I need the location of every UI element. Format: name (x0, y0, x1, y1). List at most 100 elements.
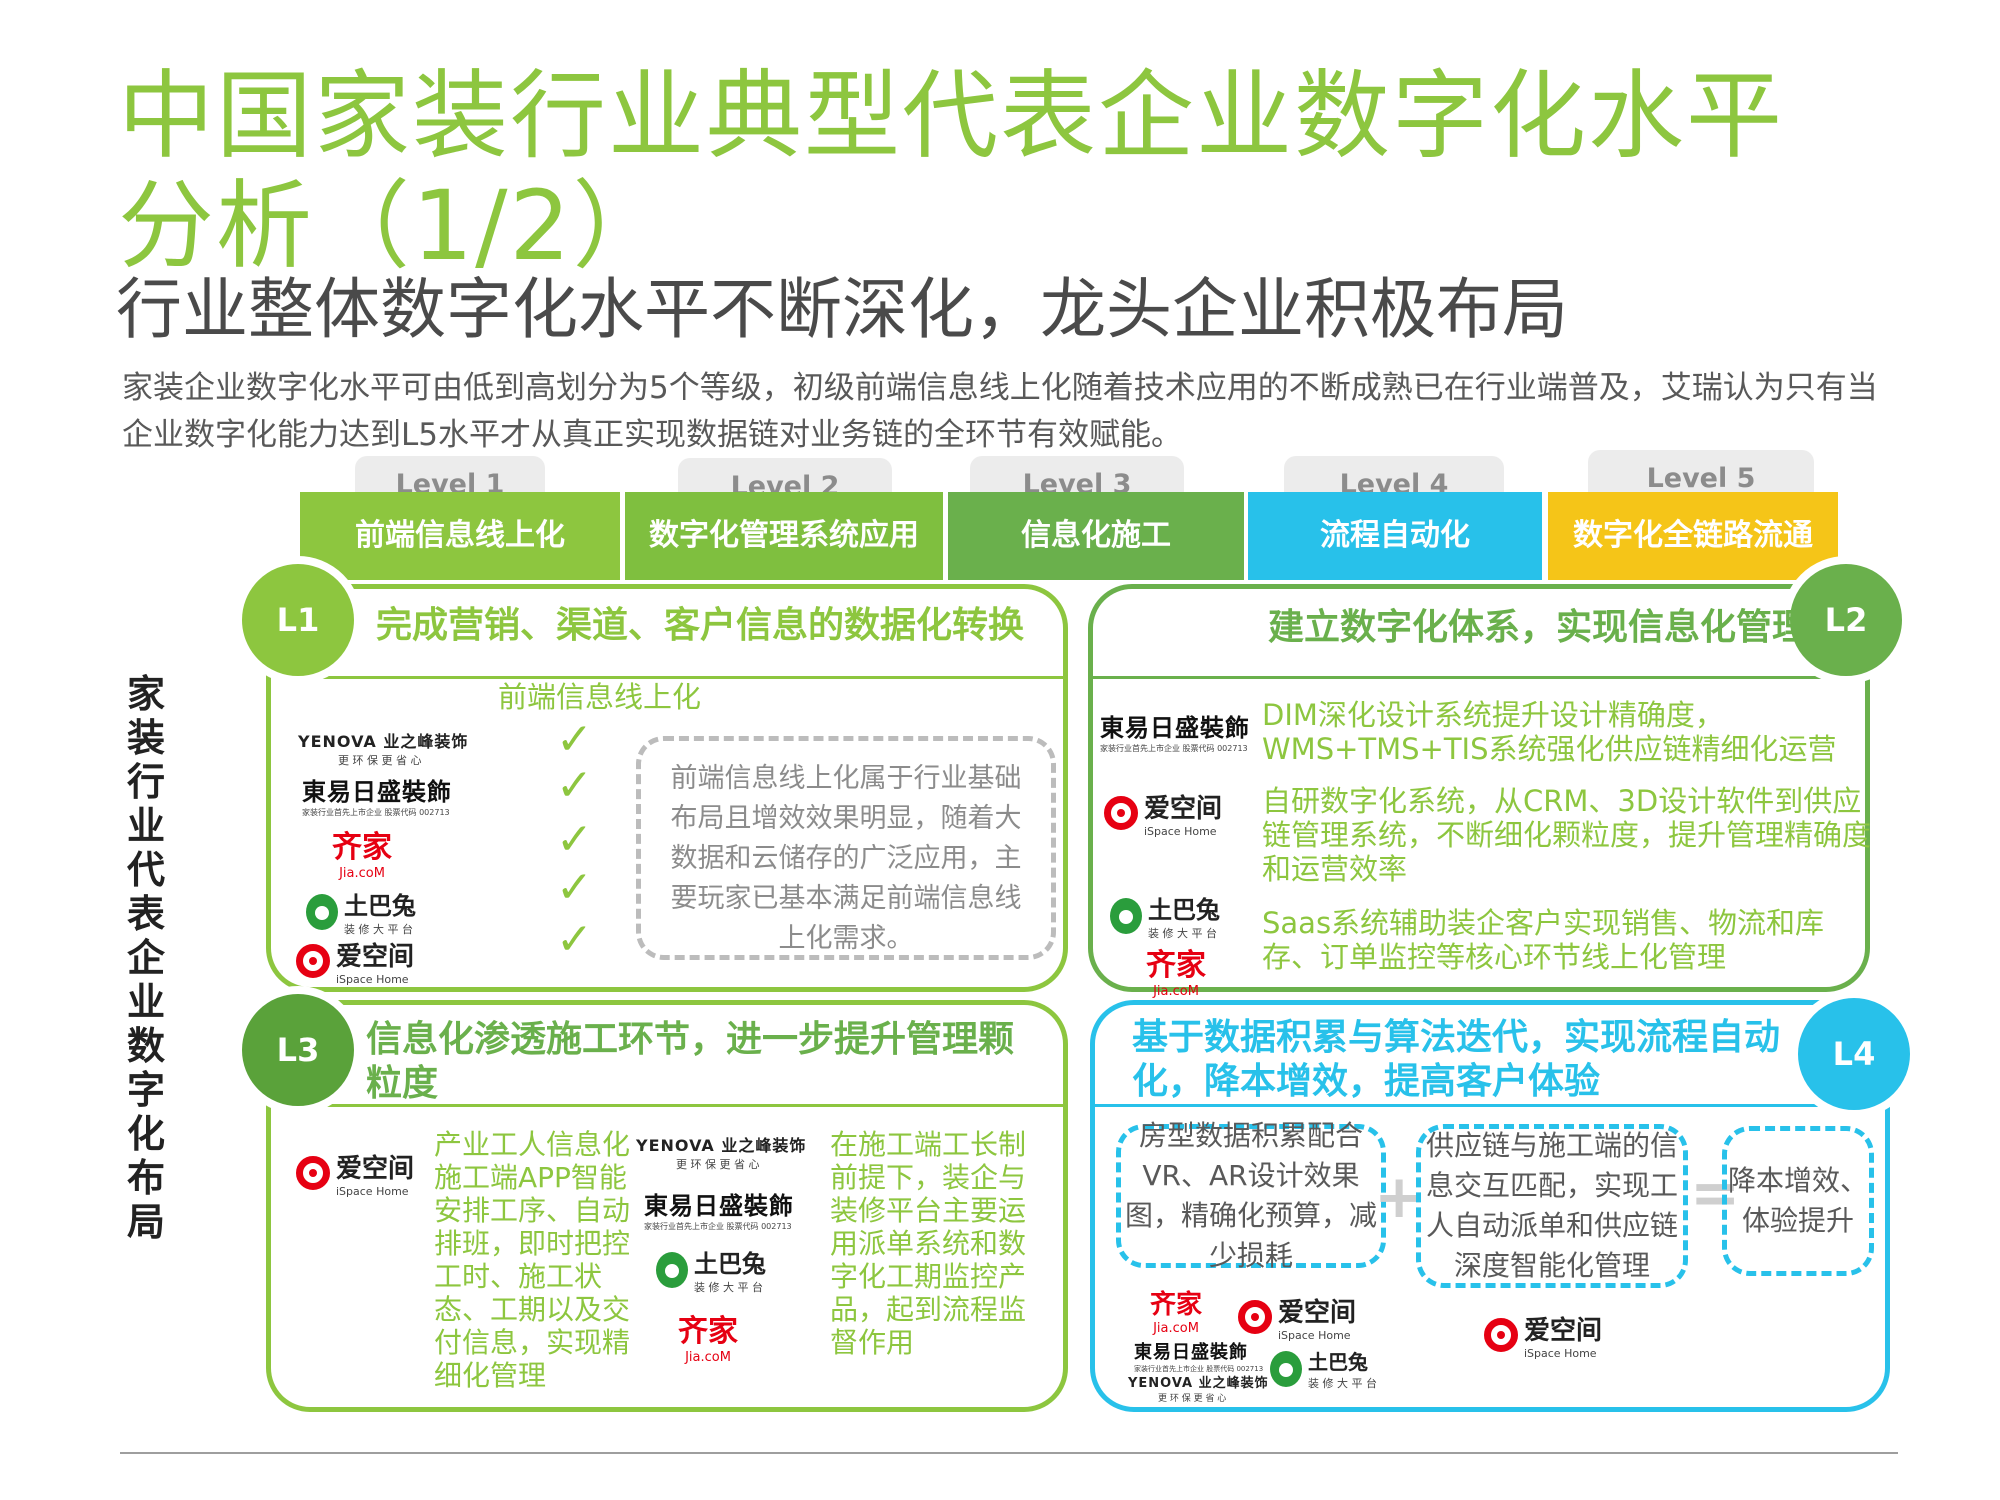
qijia-logo-sub: Jia.coM (1153, 1321, 1199, 1336)
l4-badge: L4 (1790, 990, 1918, 1118)
l3-heading: 信息化渗透施工环节，进一步提升管理颗粒度 (366, 1019, 1015, 1104)
check-icon: ✓ (556, 862, 593, 913)
dongyi-logo-sub: 家装行业首先上市企业 股票代码 002713 (1100, 744, 1248, 753)
aiq-logo-sub: iSpace Home (1278, 1329, 1351, 1342)
check-icon: ✓ (556, 814, 593, 865)
yenova-logo-sub: 更 环 保 更 省 心 (338, 754, 422, 767)
bottom-divider (120, 1452, 1898, 1454)
yenova-logo-sub: 更 环 保 更 省 心 (1158, 1394, 1227, 1404)
page-title-line2: 分析（1/2） (118, 170, 671, 282)
l1-panel (266, 584, 1068, 992)
heart-icon (1104, 796, 1138, 830)
dongyi-logo: 東易日盛裝飾 家装行业首先上市企业 股票代码 002713 (644, 1186, 794, 1232)
yenova-logo-text: YENOVA 业之峰装饰 (298, 732, 469, 751)
aiq-logo: 爱空间 iSpace Home (1238, 1292, 1356, 1342)
qijia-logo-text: 齐家 (678, 1314, 738, 1349)
l1-note: 前端信息线上化属于行业基础布局且增效效果明显，随着大数据和云储存的广泛应用，主要… (636, 736, 1056, 960)
aiq-logo-sub: iSpace Home (1524, 1347, 1597, 1360)
l3-divider (300, 1104, 1066, 1107)
tbt-logo: 土巴兔 装 修 大 平 台 (656, 1244, 766, 1295)
l3-right-text: 在施工端工长制前提下，装企与装修平台主要运用派单系统和数字化工期监控产品，起到流… (830, 1128, 1027, 1359)
heart-icon (1238, 1300, 1272, 1334)
aiq-logo: 爱空间 iSpace Home (1104, 788, 1222, 838)
aiq-logo-text: 爱空间 (1524, 1316, 1603, 1346)
dongyi-logo-sub: 家装行业首先上市企业 股票代码 002713 (302, 808, 450, 817)
l4-heading: 基于数据积累与算法迭代，实现流程自动化，降本增效，提高客户体验 (1132, 1017, 1781, 1102)
l4-box3: 降本增效、体验提升 (1722, 1126, 1874, 1276)
l1-heading: 完成营销、渠道、客户信息的数据化转换 (376, 605, 1025, 646)
level-5-band: 数字化全链路流通 (1548, 492, 1838, 580)
heart-icon (296, 1156, 330, 1190)
level-1-band: 前端信息线上化 (300, 492, 620, 580)
check-icon: ✓ (556, 714, 593, 765)
rabbit-icon (656, 1251, 688, 1288)
aiq-logo: 爱空间 iSpace Home (296, 936, 414, 986)
tbt-logo-text: 土巴兔 (694, 1250, 766, 1278)
l2-divider (1092, 676, 1832, 679)
l2-badge: L2 (1782, 556, 1910, 684)
rabbit-icon (1270, 1350, 1302, 1387)
l4-box2: 供应链与施工端的信息交互匹配，实现工人自动派单和供应链深度智能化管理 (1416, 1124, 1688, 1288)
aiq-logo-text: 爱空间 (336, 942, 415, 972)
level-2-band: 数字化管理系统应用 (625, 492, 943, 580)
aiq-logo-text: 爱空间 (1144, 794, 1223, 824)
rabbit-icon (306, 893, 338, 930)
tbt-logo-text: 土巴兔 (1148, 896, 1220, 924)
intro-paragraph: 家装企业数字化水平可由低到高划分为5个等级，初级前端信息线上化随着技术应用的不断… (122, 370, 1878, 453)
dongyi-logo-text: 東易日盛裝飾 (1134, 1342, 1248, 1363)
check-icon: ✓ (556, 760, 593, 811)
page-title-line1: 中国家装行业典型代表企业数字化水平 (118, 60, 1784, 172)
aiq-logo-sub: iSpace Home (336, 973, 409, 986)
equals-icon: = (1690, 1158, 1741, 1228)
sidebar-label: 家装行业代表企业数字化布局 (126, 672, 165, 1244)
qijia-logo: 齐家 Jia.coM (678, 1306, 738, 1365)
l2-heading: 建立数字化体系，实现信息化管理 (1268, 607, 1809, 648)
tbt-logo-text: 土巴兔 (344, 892, 416, 920)
dongyi-logo: 東易日盛裝飾 家装行业首先上市企业 股票代码 002713 (1100, 708, 1250, 754)
l2-panel (1088, 584, 1870, 992)
rabbit-icon (1110, 897, 1142, 934)
page-subtitle: 行业整体数字化水平不断深化，龙头企业积极布局 (116, 271, 1568, 348)
tbt-logo: 土巴兔 装 修 大 平 台 (1270, 1346, 1377, 1391)
dongyi-logo-sub: 家装行业首先上市企业 股票代码 002713 (644, 1222, 792, 1231)
yenova-logo: YENOVA 业之峰装饰 更 环 保 更 省 心 (1128, 1372, 1269, 1404)
dongyi-logo-text: 東易日盛裝飾 (1100, 714, 1250, 742)
yenova-logo-sub: 更 环 保 更 省 心 (676, 1158, 760, 1171)
l2-item1: DIM深化设计系统提升设计精确度，WMS+TMS+TIS系统强化供应链精细化运营 (1262, 698, 1837, 766)
l1-column-label: 前端信息线上化 (498, 680, 702, 714)
heart-icon (296, 944, 330, 978)
aiq-logo: 爱空间 iSpace Home (1484, 1310, 1602, 1360)
qijia-logo-sub: Jia.coM (339, 866, 385, 881)
aiq-logo-text: 爱空间 (1278, 1298, 1357, 1328)
plus-icon: + (1374, 1162, 1425, 1232)
qijia-logo-text: 齐家 (1146, 948, 1206, 983)
tbt-logo-sub: 装 修 大 平 台 (694, 1281, 763, 1294)
aiq-logo-sub: iSpace Home (1144, 825, 1217, 838)
l2-item2: 自研数字化系统，从CRM、3D设计软件到供应链管理系统，不断细化颗粒度，提升管理… (1262, 784, 1872, 886)
qijia-logo: 齐家 Jia.coM (332, 822, 392, 881)
l2-item3: Saas系统辅助装企客户实现销售、物流和库存、订单监控等核心环节线上化管理 (1262, 906, 1825, 974)
tbt-logo-text: 土巴兔 (1308, 1350, 1368, 1374)
l4-divider (1092, 1104, 1844, 1107)
yenova-logo-text: YENOVA 业之峰装饰 (1128, 1376, 1269, 1391)
dongyi-logo-text: 東易日盛裝飾 (302, 778, 452, 806)
dongyi-logo: 東易日盛裝飾 家装行业首先上市企业 股票代码 002713 (1134, 1338, 1263, 1374)
tbt-logo-sub: 装 修 大 平 台 (344, 923, 413, 936)
qijia-logo-text: 齐家 (1150, 1290, 1203, 1320)
tbt-logo-sub: 装 修 大 平 台 (1308, 1377, 1377, 1390)
l4-panel (1090, 1000, 1890, 1412)
tbt-logo: 土巴兔 装 修 大 平 台 (1110, 890, 1220, 941)
heart-icon (1484, 1318, 1518, 1352)
qijia-logo-text: 齐家 (332, 830, 392, 865)
l3-panel (266, 1000, 1068, 1412)
yenova-logo: YENOVA 业之峰装饰 更 环 保 更 省 心 (636, 1132, 806, 1172)
aiq-logo-sub: iSpace Home (336, 1185, 409, 1198)
tbt-logo: 土巴兔 装 修 大 平 台 (306, 886, 416, 937)
qijia-logo: 齐家 Jia.coM (1146, 940, 1206, 999)
dongyi-logo-sub: 家装行业首先上市企业 股票代码 002713 (1134, 1365, 1264, 1373)
l3-left-text: 产业工人信息化施工端APP智能安排工序、自动排班，即时把控工时、施工状态、工期以… (434, 1128, 631, 1392)
qijia-logo-sub: Jia.coM (685, 1350, 731, 1365)
l4-box1: 房型数据积累配合VR、AR设计效果图，精确化预算，减少损耗 (1116, 1119, 1386, 1272)
l1-divider (300, 676, 1066, 679)
l1-badge: L1 (234, 556, 362, 684)
